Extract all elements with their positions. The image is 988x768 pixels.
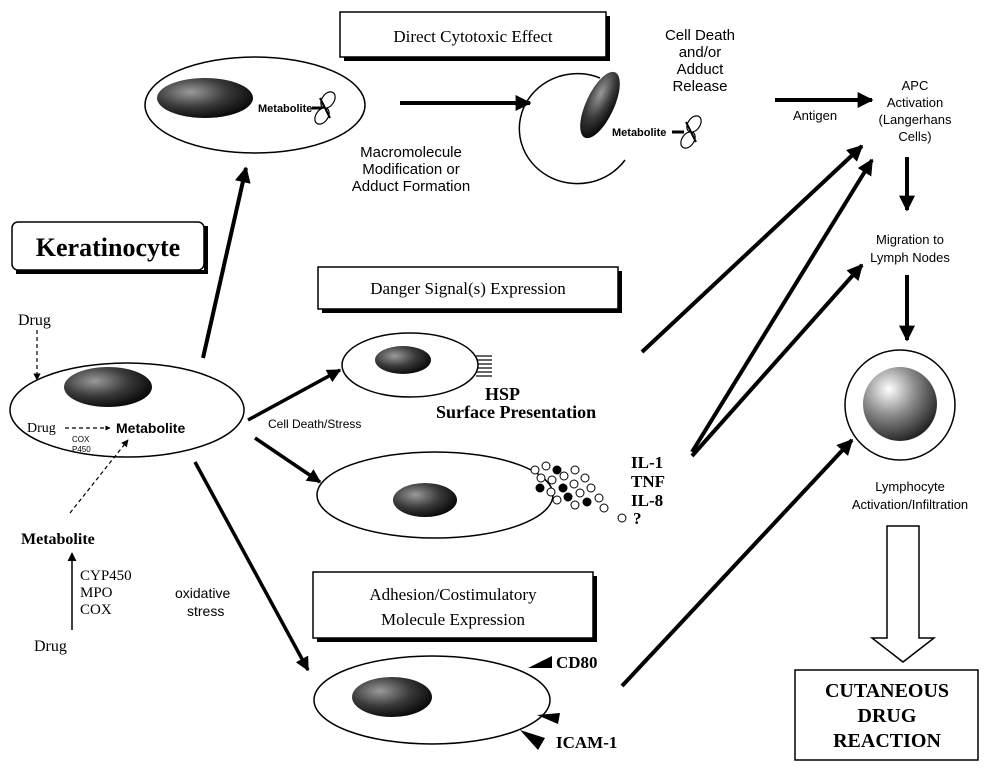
- cytokine-il1-label: IL-1: [631, 453, 663, 472]
- apc-label-1: APC: [902, 78, 929, 93]
- hollow-arrow-to-reaction: [869, 525, 937, 663]
- antigen-label: Antigen: [793, 108, 837, 123]
- dead-cell-metabolite-label: Metabolite: [612, 127, 666, 139]
- middle-path-text: Cell Death/Stress IL-1 TNF IL-8 ?: [268, 417, 665, 528]
- cd80-marker-icon: [528, 656, 552, 668]
- cytokine-il8-label: IL-8: [631, 491, 663, 510]
- hsp-label: HSP: [485, 384, 520, 404]
- arrow-to-adhesion-cell: [193, 461, 310, 672]
- cox-label: COX: [72, 435, 90, 444]
- oxidative-label-1: oxidative: [175, 585, 230, 601]
- hsp-marker-icon: [476, 355, 492, 377]
- apc-label-2: Activation: [887, 95, 943, 110]
- adhesion-label-2: Molecule Expression: [381, 610, 525, 629]
- icam1-marker-icon: [520, 730, 545, 750]
- cytokine-particles-icon: [530, 461, 627, 523]
- macro-label-1: Macromolecule: [360, 144, 462, 161]
- top-cell-metabolite-label: Metabolite: [258, 103, 312, 115]
- cytokine-cell: [316, 451, 627, 539]
- keratinocyte-cell: Drug COX P450 Metabolite: [9, 362, 245, 458]
- cytokine-unknown-label: ?: [633, 509, 642, 528]
- macro-label-3: Adduct Formation: [352, 178, 470, 195]
- cytokine-tnf-label: TNF: [631, 472, 665, 491]
- hsp-cell: HSP Surface Presentation: [341, 332, 596, 422]
- cd80-label: CD80: [556, 653, 598, 672]
- lymphocyte-cell: [844, 349, 956, 461]
- drug-top-label: Drug: [18, 312, 51, 329]
- right-path-text: APC Activation (Langerhans Cells) Migrat…: [852, 78, 968, 512]
- cutaneous-label-1: CUTANEOUS: [825, 680, 949, 702]
- arrow-to-cytokine-cell: [254, 436, 322, 484]
- arrow-keratinocyte-to-top-cell: [201, 166, 251, 359]
- lymphocyte-label-1: Lymphocyte: [875, 479, 945, 494]
- icam1-label: ICAM-1: [556, 733, 617, 752]
- macro-label-2: Modification or: [362, 161, 460, 178]
- cutaneous-label-2: DRUG: [858, 705, 917, 727]
- keratinocyte-box: Keratinocyte: [11, 221, 208, 274]
- drug-bottom-label: Drug: [34, 638, 67, 655]
- drug-inside-label: Drug: [27, 421, 56, 436]
- cell-death-label-4: Release: [672, 78, 727, 95]
- lymphocyte-label-2: Activation/Infiltration: [852, 497, 968, 512]
- metabolite-label: Metabolite: [21, 531, 95, 548]
- top-path-text: Macromolecule Modification or Adduct For…: [352, 27, 837, 195]
- apc-label-4: Cells): [898, 129, 931, 144]
- migration-label-2: Lymph Nodes: [870, 250, 950, 265]
- adhesion-label-1: Adhesion/Costimulatory: [369, 585, 537, 604]
- cell-death-label-2: and/or: [679, 44, 722, 61]
- adhesion-box: Adhesion/Costimulatory Molecule Expressi…: [312, 571, 597, 642]
- cutaneous-drug-reaction-box: CUTANEOUS DRUG REACTION: [794, 669, 979, 761]
- migration-label-1: Migration to: [876, 232, 944, 247]
- arrow-cytokines-to-apc: [690, 158, 874, 454]
- danger-signal-label: Danger Signal(s) Expression: [370, 279, 566, 298]
- enzyme-mpo-label: MPO: [80, 585, 113, 601]
- dead-cell: Metabolite: [518, 71, 702, 185]
- arrow-cytokines-to-migration: [690, 263, 864, 458]
- arrows: [33, 92, 915, 688]
- cell-death-stress-label: Cell Death/Stress: [268, 417, 361, 431]
- arrow-metabolite-into-cell: [69, 439, 129, 514]
- enzyme-cyp450-label: CYP450: [80, 568, 132, 584]
- oxidative-label-2: stress: [187, 603, 224, 619]
- danger-signal-box: Danger Signal(s) Expression: [317, 266, 622, 313]
- arrow-adhesion-to-lymphocyte: [620, 438, 854, 688]
- bottom-path-text: oxidative stress CD80 ICAM-1: [175, 585, 617, 752]
- p450-label: P450: [72, 445, 91, 454]
- enzyme-cox-label: COX: [80, 602, 112, 618]
- metabolite-inside-label: Metabolite: [116, 420, 185, 436]
- keratinocyte-label: Keratinocyte: [36, 233, 180, 262]
- cell-death-label-1: Cell Death: [665, 27, 735, 44]
- direct-cytotoxic-label: Direct Cytotoxic Effect: [393, 27, 553, 46]
- adduct-icon: [672, 115, 702, 149]
- surface-presentation-label: Surface Presentation: [436, 402, 596, 422]
- adhesion-cell: [313, 655, 560, 750]
- adduct-icon: [312, 91, 336, 125]
- arrow-hsp-to-apc: [640, 144, 864, 354]
- left-panel-text: Drug Metabolite CYP450 MPO COX Drug: [18, 312, 132, 655]
- arrow-to-hsp-cell: [247, 368, 342, 422]
- cutaneous-label-3: REACTION: [833, 730, 941, 752]
- direct-cytotoxic-box: Direct Cytotoxic Effect: [339, 11, 610, 61]
- top-metabolite-cell: Metabolite: [144, 56, 366, 154]
- apc-label-3: (Langerhans: [879, 112, 952, 127]
- receptor-marker-icon: [537, 713, 560, 724]
- cell-death-label-3: Adduct: [677, 61, 725, 78]
